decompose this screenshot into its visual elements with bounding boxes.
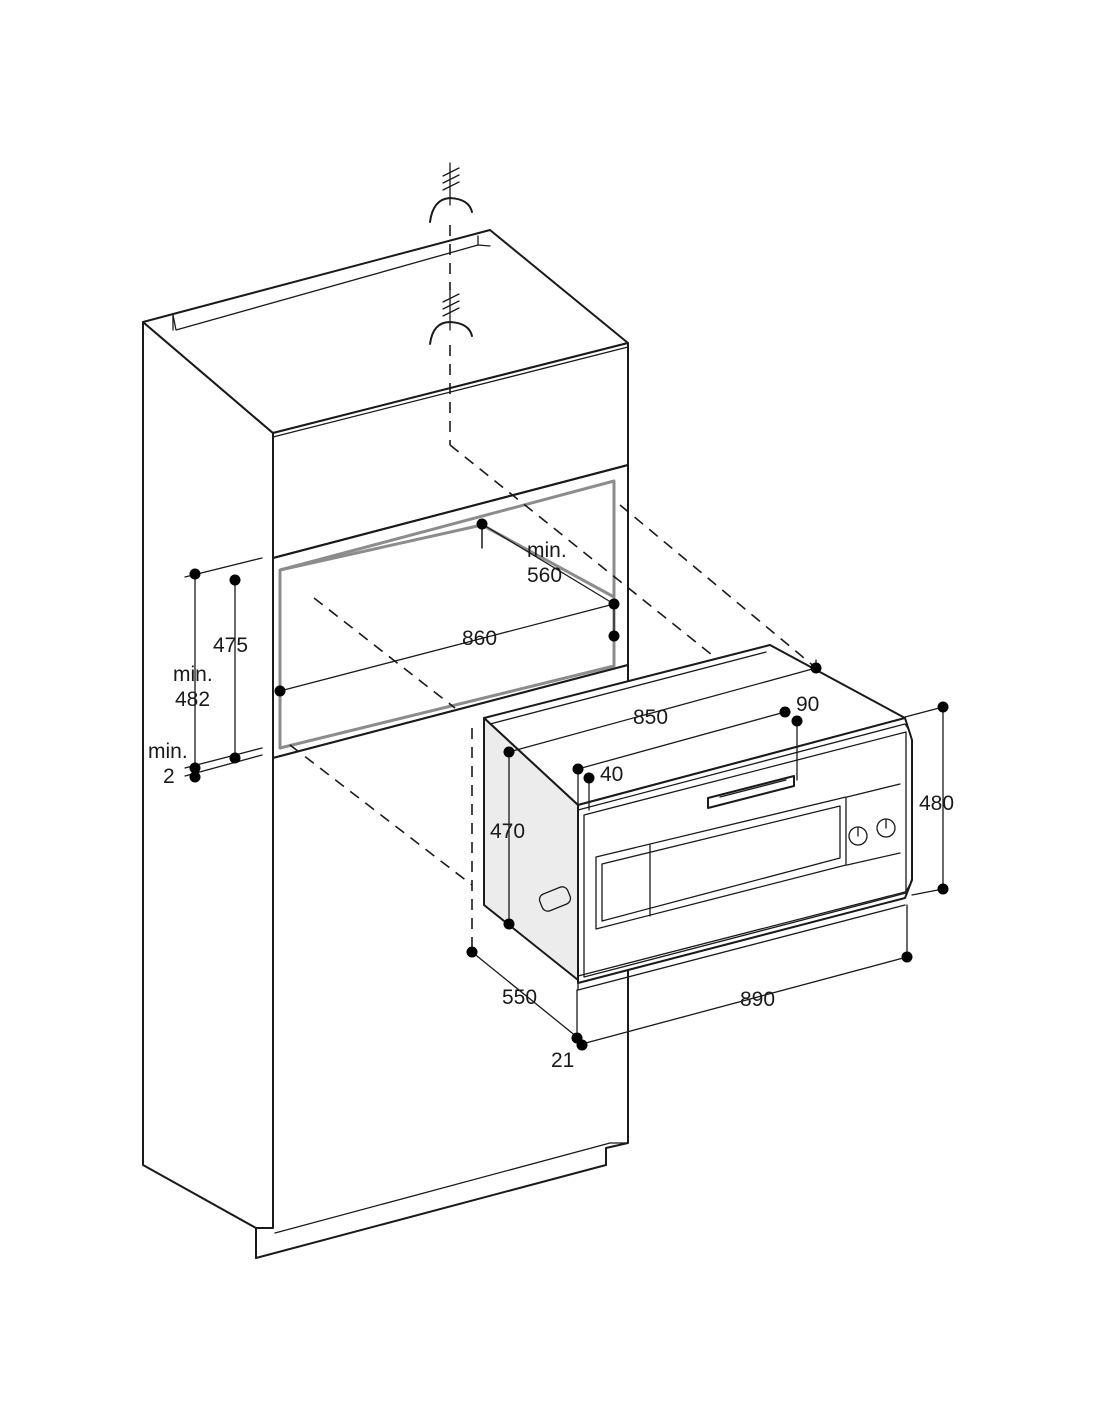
front-width-label: 890 [740,988,775,1011]
warming-drawer-appliance [483,644,913,991]
appliance-window [595,796,847,930]
front-thickness-label: 21 [551,1049,574,1072]
wall-bracket-icon-lower [429,288,473,345]
niche-width-label: 860 [462,627,497,650]
appliance-depth-label: 550 [502,986,537,1009]
drawer-handle [707,775,795,809]
side-vent-icon [538,886,572,912]
niche-height-min-prefix: min. [173,663,213,686]
handle-offset-label: 90 [796,693,819,716]
appliance-height-label: 470 [490,820,525,843]
control-knob-left-icon [848,826,868,846]
wall-fixing-symbols [429,162,473,445]
niche-height-label: 475 [213,634,248,657]
dimension-labels: min. 560 860 475 min. 482 min. 2 850 90 … [148,539,954,1072]
dimension-lines [184,523,944,1045]
front-height-label: 480 [919,792,954,815]
projection-lines [289,444,817,948]
gap-min-value: 2 [163,765,175,788]
control-knob-right-icon [876,818,896,838]
front-step-label: 40 [600,763,623,786]
gap-min-prefix: min. [148,740,188,763]
niche-height-min-value: 482 [175,688,210,711]
niche-depth-min-value: 560 [527,564,562,587]
appliance-width-label: 850 [633,706,668,729]
cabinet-side-panel [142,321,274,1259]
niche-depth-min-prefix: min. [527,539,567,562]
wall-bracket-icon-upper [429,162,473,223]
dimension-dots [189,518,949,1051]
